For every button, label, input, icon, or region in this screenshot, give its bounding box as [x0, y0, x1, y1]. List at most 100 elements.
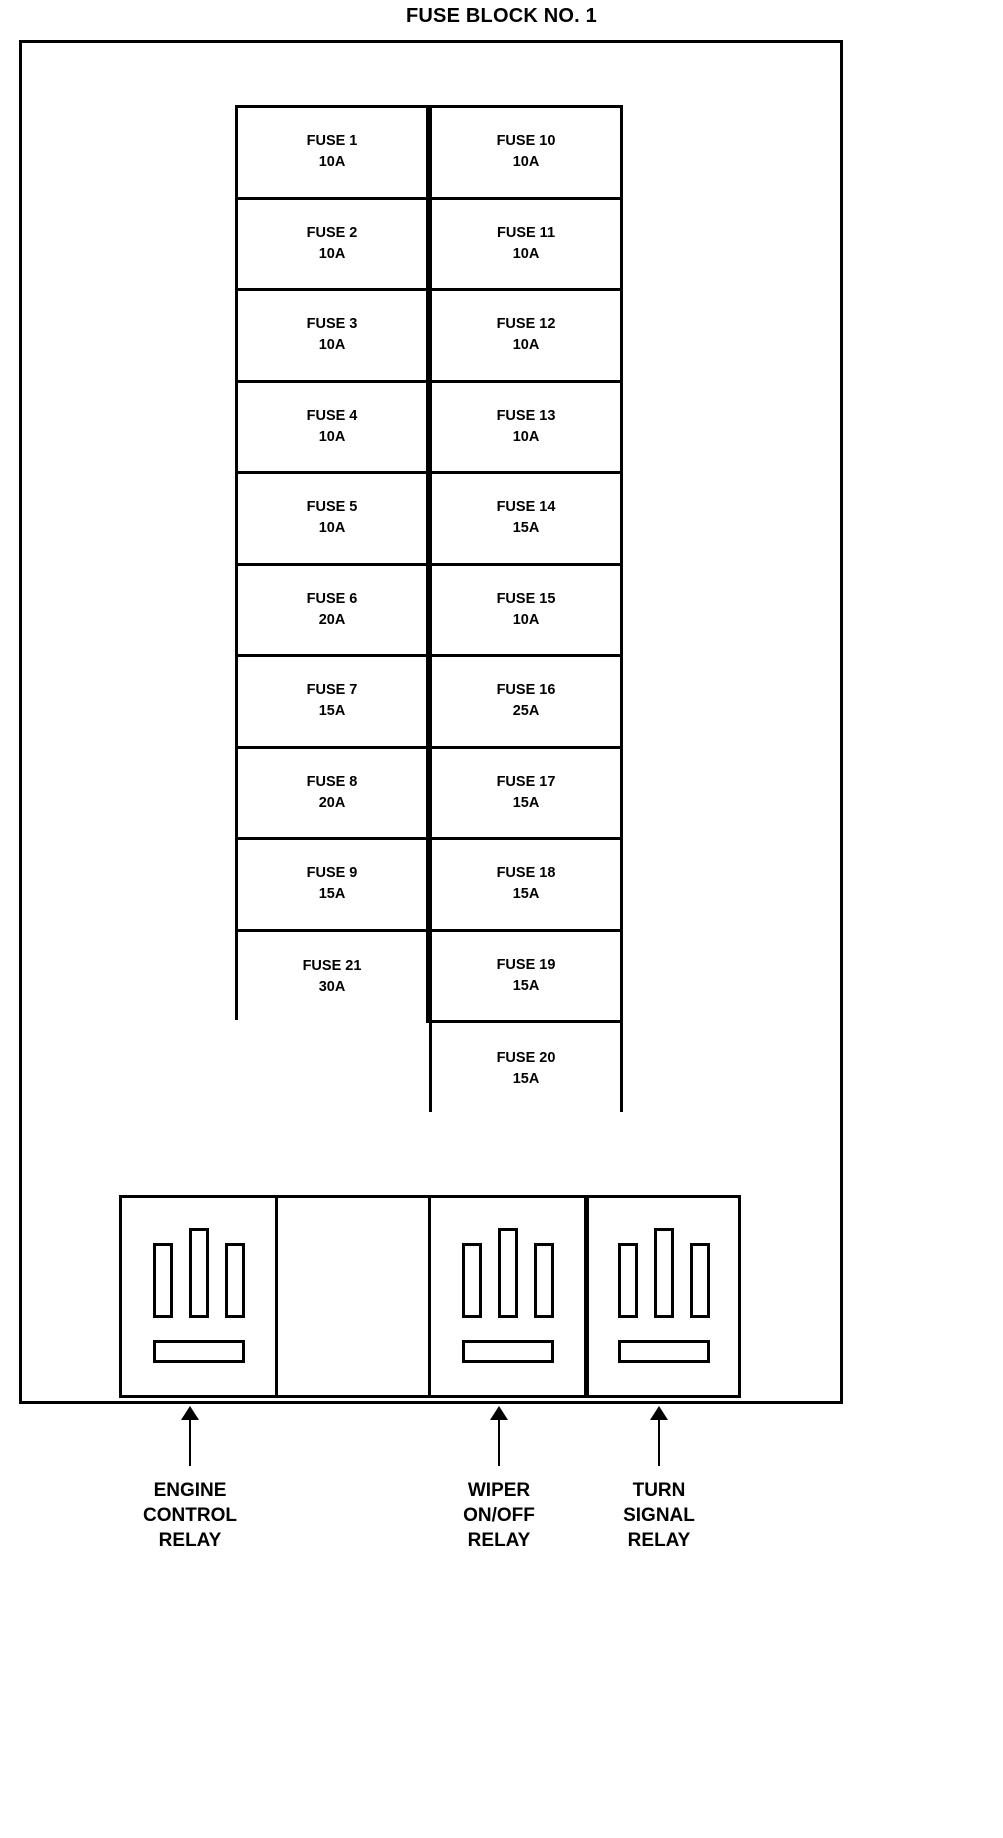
fuse-amperage: 25A [512, 703, 540, 720]
relay-terminal-slot-right [533, 1243, 554, 1318]
relay-terminal-slot-middle [653, 1228, 674, 1318]
fuse-amperage: 10A [512, 154, 540, 171]
relay-label-line: ENGINE [153, 1480, 227, 1501]
arrow-head-icon [181, 1406, 199, 1420]
fuse-amperage: 10A [512, 611, 540, 628]
relay-terminal-slot-middle [188, 1228, 209, 1318]
page-title: FUSE BLOCK NO. 1 [406, 5, 597, 27]
arrow-shaft [189, 1420, 191, 1466]
fuse-amperage: 10A [512, 428, 540, 445]
fuse-cell[interactable]: FUSE 20 15A [432, 1023, 620, 1115]
fuse-cell[interactable]: FUSE 7 15A [238, 657, 429, 749]
fuse-name: FUSE 14 [496, 499, 556, 516]
fuse-amperage: 15A [512, 794, 540, 811]
relay-wiper-on-off[interactable] [428, 1195, 587, 1398]
fuse-amperage: 10A [318, 245, 346, 262]
fuse-cell[interactable]: FUSE 17 15A [432, 748, 620, 840]
fuse-amperage: 10A [512, 337, 540, 354]
fuse-amperage: 10A [318, 428, 346, 445]
fuse-amperage: 15A [512, 977, 540, 994]
fuse-cell[interactable]: FUSE 2 10A [238, 199, 429, 291]
relay-terminal-slot-bottom [152, 1340, 245, 1363]
fuse-name: FUSE 18 [496, 865, 556, 882]
fuse-cell[interactable]: FUSE 13 10A [432, 382, 620, 474]
fuse-cell[interactable]: FUSE 11 10A [432, 199, 620, 291]
fuse-amperage: 15A [318, 703, 346, 720]
fuse-column-right: FUSE 10 10A FUSE 11 10A FUSE 12 10A FUSE 13 10A… [429, 105, 623, 1115]
relay-engine-control[interactable] [119, 1195, 278, 1398]
fuse-amperage: 20A [318, 611, 346, 628]
fuse-name: FUSE 10 [496, 133, 556, 150]
relay-label-line: ON/OFF [463, 1505, 535, 1527]
fuse-amperage: 15A [512, 520, 540, 537]
fuse-cell[interactable]: FUSE 21 30A [238, 931, 429, 1023]
fuse-name: FUSE 12 [496, 316, 556, 333]
relay-terminal-slot-middle [497, 1228, 518, 1318]
arrow-shaft [498, 1420, 500, 1466]
relay-terminal-slot-left [152, 1243, 173, 1318]
fuse-name: FUSE 3 [306, 316, 358, 333]
relay-label: ENGINE CONTROL RELAY [80, 1478, 300, 1553]
fuse-name: FUSE 21 [302, 958, 362, 975]
relay-label-line: CONTROL [143, 1505, 237, 1527]
fuse-name: FUSE 7 [306, 682, 358, 699]
fuse-cell[interactable]: FUSE 15 10A [432, 565, 620, 657]
fuse-name: FUSE 17 [496, 773, 556, 790]
relay-label-line: RELAY [467, 1530, 531, 1552]
fuse-cell[interactable]: FUSE 18 15A [432, 840, 620, 932]
fuse-cell[interactable]: FUSE 12 10A [432, 291, 620, 383]
fuse-name: FUSE 19 [496, 956, 556, 973]
fuse-amperage: 15A [512, 1070, 540, 1087]
relay-terminal-slot-right [689, 1243, 710, 1318]
relay-terminal-slot-bottom [617, 1340, 710, 1363]
fuse-cell[interactable]: FUSE 1 10A [238, 108, 429, 200]
fuse-cell[interactable]: FUSE 19 15A [432, 931, 620, 1023]
fuse-cell[interactable]: FUSE 10 10A [432, 108, 620, 200]
fuse-amperage: 30A [318, 979, 346, 996]
arrow-shaft [658, 1420, 660, 1466]
fuse-name: FUSE 4 [306, 407, 358, 424]
fuse-cell[interactable]: FUSE 5 10A [238, 474, 429, 566]
arrow-head-icon [650, 1406, 668, 1420]
fuse-name: FUSE 6 [306, 590, 358, 607]
fuse-cell[interactable]: FUSE 4 10A [238, 382, 429, 474]
relay-label-line: WIPER [467, 1480, 531, 1501]
fuse-amperage: 10A [318, 337, 346, 354]
fuse-name: FUSE 2 [306, 224, 358, 241]
fuse-cell[interactable]: FUSE 14 15A [432, 474, 620, 566]
fuse-amperage: 10A [318, 154, 346, 171]
relay-turn-signal[interactable] [586, 1195, 741, 1398]
fuse-name: FUSE 8 [306, 773, 358, 790]
fuse-cell[interactable]: FUSE 3 10A [238, 291, 429, 383]
fuse-name: FUSE 13 [496, 407, 556, 424]
fuse-amperage: 10A [318, 520, 346, 537]
relay-label-line: TURN [632, 1480, 686, 1501]
fuse-amperage: 15A [512, 886, 540, 903]
relay-label-line: RELAY [627, 1530, 691, 1552]
fuse-name: FUSE 20 [496, 1049, 556, 1066]
arrow-head-icon [490, 1406, 508, 1420]
relay-label-line: RELAY [158, 1530, 222, 1552]
fuse-name: FUSE 9 [306, 865, 358, 882]
fuse-cell[interactable]: FUSE 6 20A [238, 565, 429, 657]
fuse-name: FUSE 15 [496, 590, 556, 607]
relay-label: WIPER ON/OFF RELAY [389, 1478, 609, 1553]
relay-label: TURN SIGNAL RELAY [549, 1478, 769, 1553]
relay-label-line: SIGNAL [623, 1505, 695, 1527]
fuse-cell[interactable]: FUSE 9 15A [238, 840, 429, 932]
relay-terminal-slot-bottom [461, 1340, 554, 1363]
fuse-name: FUSE 16 [496, 682, 556, 699]
fuse-name: FUSE 1 [306, 133, 358, 150]
relay-terminal-slot-left [617, 1243, 638, 1318]
fuse-amperage: 20A [318, 794, 346, 811]
fuse-amperage: 10A [512, 245, 540, 262]
fuse-cell[interactable]: FUSE 16 25A [432, 657, 620, 749]
fuse-amperage: 15A [318, 886, 346, 903]
fuse-cell[interactable]: FUSE 8 20A [238, 748, 429, 840]
fuse-name: FUSE 5 [306, 499, 358, 516]
fuse-name: FUSE 11 [496, 224, 556, 241]
relay-terminal-slot-left [461, 1243, 482, 1318]
